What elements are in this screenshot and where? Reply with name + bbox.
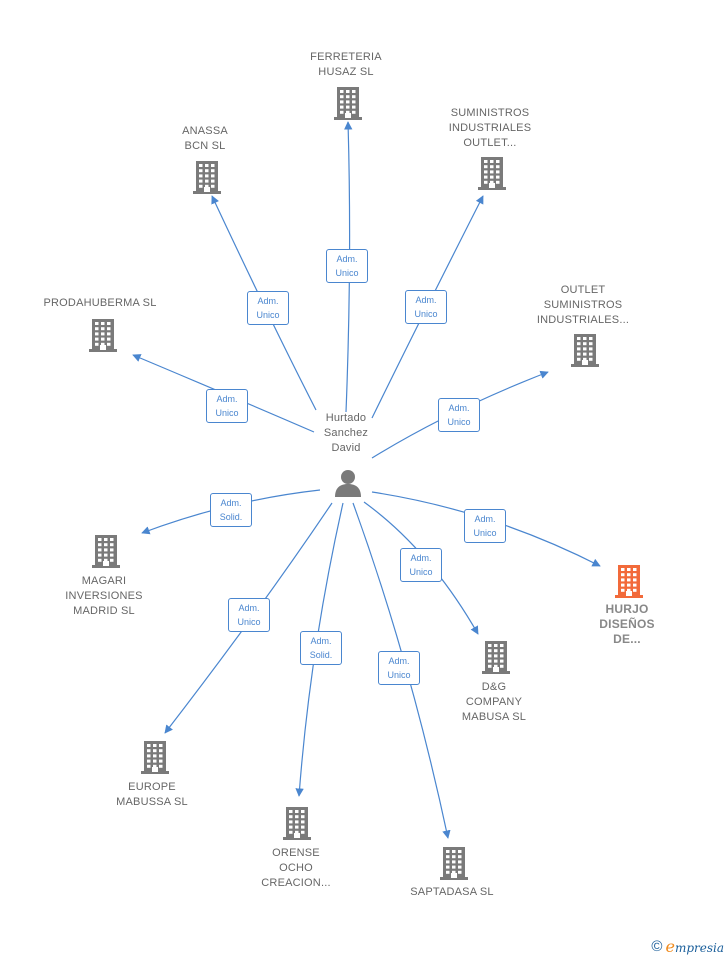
brand-initial: e (665, 937, 675, 956)
company-label-europe: EUROPE MABUSSA SL (116, 781, 188, 808)
company-label-prodahuberma: PRODAHUBERMA SL (43, 297, 157, 309)
building-icon (440, 847, 468, 880)
footer-brand: © empresia (651, 937, 724, 956)
edge-role-label-anassa[interactable]: Adm. Unico (247, 291, 289, 325)
building-icon (482, 641, 510, 674)
building-icon (89, 319, 117, 352)
copyright-symbol: © (651, 938, 663, 955)
person-icon (335, 470, 361, 497)
building-icon (615, 565, 643, 598)
edge-role-label-suministros[interactable]: Adm. Unico (405, 290, 447, 324)
edge-role-label-prodahuberma[interactable]: Adm. Unico (206, 389, 248, 423)
edge-role-label-orense[interactable]: Adm. Solid. (300, 631, 342, 665)
company-label-ferreteria: FERRETERIA HUSAZ SL (310, 51, 382, 78)
building-icon (334, 87, 362, 120)
edge-role-label-magari[interactable]: Adm. Solid. (210, 493, 252, 527)
brand-name: mpresia (674, 941, 724, 955)
company-label-suministros: SUMINISTROS INDUSTRIALES OUTLET... (448, 107, 532, 149)
company-label-saptadasa: SAPTADASA SL (410, 886, 494, 898)
brand-logo: empresia (665, 937, 724, 956)
company-label-anassa: ANASSA BCN SL (182, 125, 228, 152)
company-label-magari: MAGARI INVERSIONES MADRID SL (65, 575, 143, 617)
company-label-orense: ORENSE OCHO CREACION... (261, 847, 331, 889)
center-person-label: Hurtado Sanchez David (323, 412, 369, 454)
company-label-outlet: OUTLET SUMINISTROS INDUSTRIALES... (536, 284, 630, 326)
building-icon (478, 157, 506, 190)
edge-role-label-saptadasa[interactable]: Adm. Unico (378, 651, 420, 685)
edge-role-label-hurjo[interactable]: Adm. Unico (464, 509, 506, 543)
building-icon (193, 161, 221, 194)
edge-role-label-outlet[interactable]: Adm. Unico (438, 398, 480, 432)
building-icon (283, 807, 311, 840)
company-label-dg: D&G COMPANY MABUSA SL (461, 681, 527, 723)
building-icon (92, 535, 120, 568)
building-icon (141, 741, 169, 774)
building-icon (571, 334, 599, 367)
company-label-hurjo: HURJO DISEÑOS DE... (599, 602, 655, 646)
edge-role-label-europe[interactable]: Adm. Unico (228, 598, 270, 632)
edge-role-label-dg[interactable]: Adm. Unico (400, 548, 442, 582)
edge-role-label-ferreteria[interactable]: Adm. Unico (326, 249, 368, 283)
